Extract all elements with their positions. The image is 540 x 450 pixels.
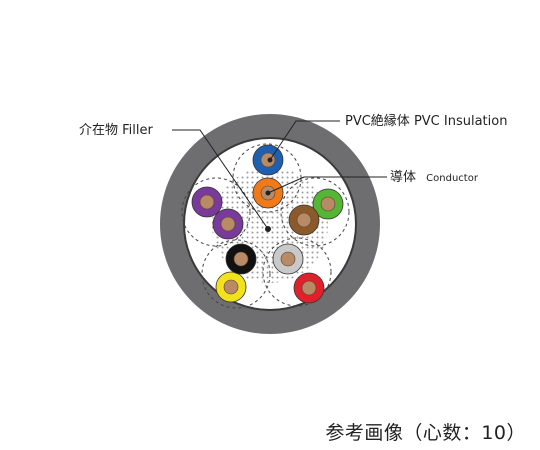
core-yellow xyxy=(215,271,247,303)
filler-label: 介在物 Filler xyxy=(79,123,153,138)
insulation-leader-dot xyxy=(267,157,273,163)
conductor-purple-1 xyxy=(199,194,215,210)
core-brown xyxy=(288,204,320,236)
conductor-black xyxy=(233,251,249,267)
conductor-purple-2 xyxy=(220,216,236,232)
conductor-label-jp: 導体 xyxy=(390,170,416,185)
conductor-brown xyxy=(296,212,312,228)
pair-boundary-bottom-left xyxy=(201,239,271,309)
conductor-yellow xyxy=(223,279,239,295)
conductor-red xyxy=(301,280,317,296)
conductor-leader-dot xyxy=(265,190,271,196)
pair-boundary-right xyxy=(280,177,350,247)
conductor-green xyxy=(320,196,336,212)
conductor-label: 導体 Conductor xyxy=(390,170,479,185)
core-purple-1 xyxy=(191,186,223,218)
leader-lines xyxy=(172,120,387,230)
filler-leader xyxy=(172,129,269,230)
reference-image-caption: 参考画像（心数：10） xyxy=(325,422,526,444)
pair-boundary-left xyxy=(181,177,251,247)
cores xyxy=(191,144,344,304)
conductor-light-gray xyxy=(280,251,296,267)
core-purple-2 xyxy=(212,208,244,240)
conductor-leader xyxy=(267,176,387,194)
core-red xyxy=(293,272,325,304)
insulation-label: PVC絶縁体 PVC Insulation xyxy=(345,113,507,129)
conductor-label-en: Conductor xyxy=(426,173,479,184)
core-green xyxy=(312,188,344,220)
pair-boundary-bottom-right xyxy=(262,237,332,307)
core-black xyxy=(225,243,257,275)
core-light-gray xyxy=(272,243,304,275)
insulation-leader xyxy=(269,120,340,161)
